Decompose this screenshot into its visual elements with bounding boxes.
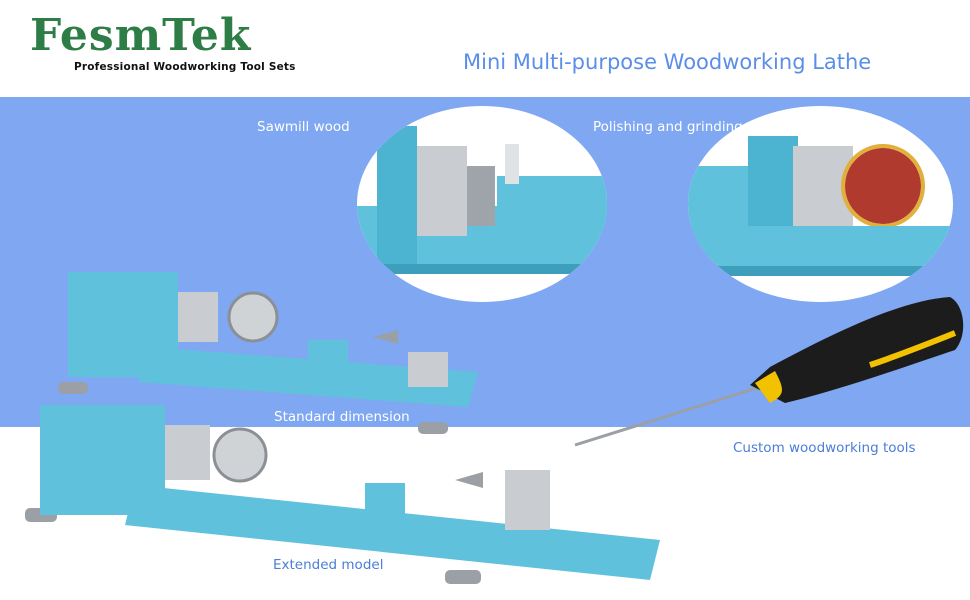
caption-extended: Extended model — [273, 557, 384, 573]
caption-tools: Custom woodworking tools — [733, 440, 916, 456]
caption-standard: Standard dimension — [274, 409, 410, 425]
standard-lathe-illustration — [58, 272, 478, 434]
polishing-detail-image — [688, 106, 953, 302]
caption-sawmill: Sawmill wood — [257, 119, 350, 135]
screwdriver-image — [570, 295, 968, 450]
sawmill-illustration — [357, 126, 607, 274]
brand-name: FesmTek — [30, 10, 252, 61]
caption-polishing: Polishing and grinding — [593, 119, 743, 135]
extended-lathe-image — [25, 400, 665, 592]
polishing-illustration — [688, 136, 953, 276]
page-headline: Mini Multi-purpose Woodworking Lathe — [463, 50, 872, 74]
extended-lathe-illustration — [25, 405, 660, 584]
screwdriver-illustration — [574, 297, 964, 447]
brand-tagline: Professional Woodworking Tool Sets — [74, 61, 296, 73]
standard-lathe-image — [48, 262, 488, 447]
brand-logo: FesmTek Professional Woodworking Tool Se… — [30, 14, 296, 73]
sawmill-detail-image — [357, 106, 607, 302]
